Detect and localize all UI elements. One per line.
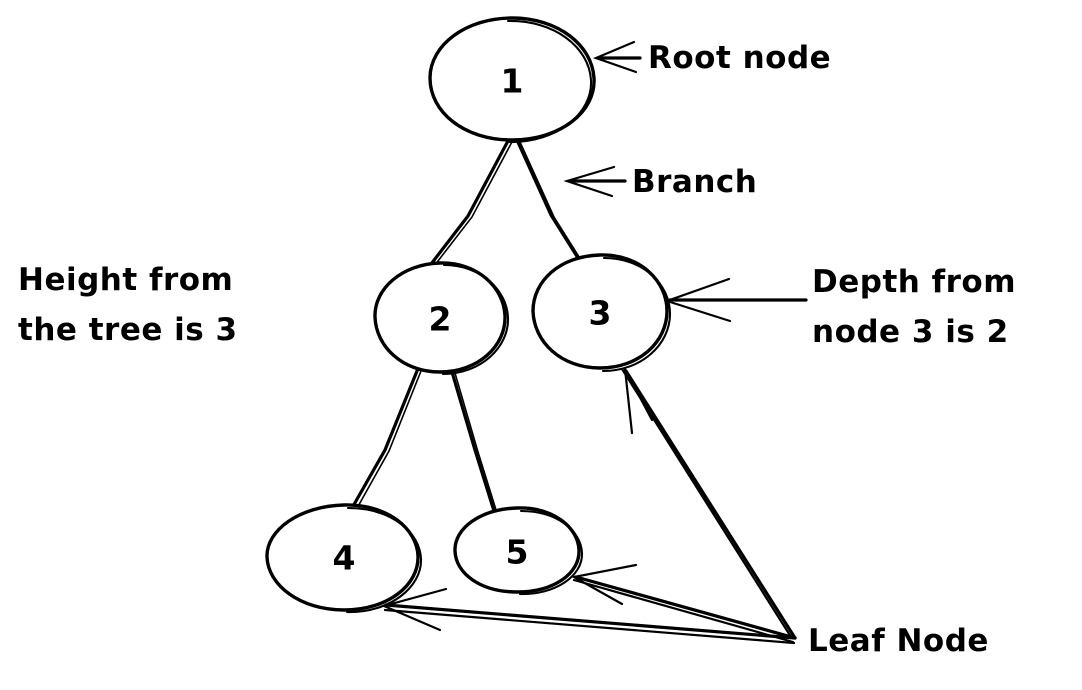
leaf-node-arrow-to-node-5: [570, 563, 797, 644]
node-4-label: 4: [333, 539, 356, 578]
node-1-label: 1: [501, 62, 524, 101]
node-group: 1 2 3 4: [265, 16, 672, 614]
annotation-depth-from-node-3: Depth from node 3 is 2: [663, 264, 1016, 350]
node-2[interactable]: 2: [373, 261, 510, 376]
annotation-depth-line-2: node 3 is 2: [812, 314, 1009, 350]
leaf-node-arrow-to-node-3: [620, 367, 797, 640]
depth-arrow-icon: [663, 277, 808, 323]
node-3-shape-overstroke: [601, 256, 672, 373]
node-5[interactable]: 5: [453, 506, 584, 596]
annotation-height-of-tree: Height from the tree is 3: [18, 262, 238, 348]
annotation-height-line-2: the tree is 3: [18, 312, 238, 348]
annotation-root-node-label: Root node: [648, 40, 831, 76]
node-3-label: 3: [589, 294, 612, 333]
node-5-label: 5: [506, 533, 529, 572]
edge-group: [350, 137, 582, 514]
node-2-label: 2: [429, 300, 452, 339]
annotation-depth-line-1: Depth from: [812, 264, 1016, 300]
node-3[interactable]: 3: [531, 253, 672, 373]
node-1-shape: [428, 16, 596, 142]
branch-arrow-icon: [563, 165, 627, 198]
node-1[interactable]: 1: [428, 16, 596, 144]
edge-node2-to-node4: [350, 369, 422, 511]
annotation-branch-label: Branch: [632, 164, 757, 200]
node-2-shape-overstroke: [441, 263, 510, 376]
node-5-shape-overstroke: [518, 509, 584, 596]
edge-node2-to-node5: [450, 370, 498, 514]
root-node-arrow-icon: [592, 40, 642, 74]
annotation-leaf-node-label: Leaf Node: [808, 623, 989, 659]
annotation-root-node: Root node: [592, 40, 831, 76]
node-1-shape-overstroke: [506, 19, 593, 144]
edge-root-to-node2: [426, 137, 514, 271]
node-2-shape: [373, 261, 507, 374]
annotation-branch: Branch: [563, 164, 757, 200]
node-3-shape: [531, 253, 669, 370]
annotation-leaf-node: Leaf Node: [380, 367, 989, 659]
annotation-height-line-1: Height from: [18, 262, 233, 298]
leaf-node-arrow-to-node-4: [380, 587, 797, 645]
node-4[interactable]: 4: [265, 503, 423, 614]
edge-root-to-node3: [515, 138, 582, 261]
